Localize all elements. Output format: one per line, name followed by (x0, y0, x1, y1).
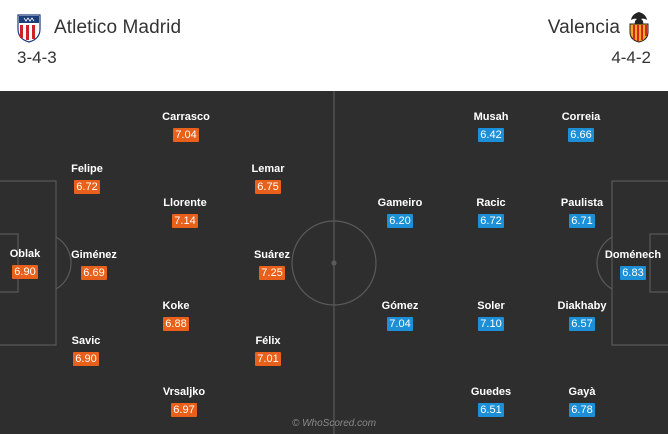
player-rating: 6.72 (478, 214, 504, 228)
home-player[interactable]: Vrsaljko 6.97 (139, 386, 229, 418)
player-name: Paulista (560, 197, 604, 209)
player-rating: 6.75 (255, 180, 281, 194)
whoscored-watermark: © WhoScored.com (291, 418, 377, 429)
player-name: Diakhaby (557, 300, 607, 312)
player-rating: 6.97 (171, 403, 197, 417)
player-name: Racic (476, 197, 506, 209)
home-player[interactable]: Giménez 6.69 (49, 249, 139, 281)
player-rating: 6.90 (12, 265, 38, 279)
player-rating: 6.66 (568, 128, 594, 142)
player-name: Oblak (9, 248, 41, 260)
away-player[interactable]: Racic 6.72 (446, 197, 536, 229)
away-player[interactable]: Doménech 6.83 (598, 249, 668, 281)
player-rating: 7.14 (172, 214, 198, 228)
player-rating: 6.42 (478, 128, 504, 142)
player-name: Doménech (604, 249, 662, 261)
player-name: Musah (473, 111, 509, 123)
match-header: Atletico Madrid 3-4-3 Valencia 4-4-2 (0, 0, 668, 91)
home-player[interactable]: Savic 6.90 (41, 335, 131, 367)
player-name: Giménez (71, 249, 117, 261)
away-player[interactable]: Gameiro 6.20 (355, 197, 445, 229)
player-rating: 6.20 (387, 214, 413, 228)
atletico-madrid-crest-icon (16, 13, 42, 48)
player-rating: 6.72 (74, 180, 100, 194)
away-player[interactable]: Gómez 7.04 (355, 300, 445, 332)
player-name: Felipe (71, 163, 103, 175)
player-rating: 6.88 (163, 317, 189, 331)
player-rating: 7.04 (387, 317, 413, 331)
home-player[interactable]: Oblak 6.90 (2, 248, 48, 280)
player-name: Koke (162, 300, 190, 312)
home-formation: 3-4-3 (17, 48, 57, 67)
away-player[interactable]: Diakhaby 6.57 (537, 300, 627, 332)
away-player[interactable]: Paulista 6.71 (537, 197, 627, 229)
home-player[interactable]: Lemar 6.75 (223, 163, 313, 195)
player-name: Suárez (253, 249, 291, 261)
home-player[interactable]: Llorente 7.14 (140, 197, 230, 229)
player-name: Soler (477, 300, 505, 312)
away-team-name[interactable]: Valencia (547, 17, 620, 38)
player-name: Lemar (251, 163, 285, 175)
away-player[interactable]: Correia 6.66 (536, 111, 626, 143)
player-rating: 6.57 (569, 317, 595, 331)
player-name: Gameiro (377, 197, 423, 209)
away-player[interactable]: Musah 6.42 (446, 111, 536, 143)
player-name: Gayà (568, 386, 596, 398)
home-player[interactable]: Suárez 7.25 (227, 249, 317, 281)
player-rating: 7.25 (259, 266, 285, 280)
home-player[interactable]: Felipe 6.72 (42, 163, 132, 195)
away-player[interactable]: Soler 7.10 (446, 300, 536, 332)
home-team-name[interactable]: Atletico Madrid (54, 17, 182, 38)
player-name: Gómez (381, 300, 419, 312)
home-player[interactable]: Félix 7.01 (223, 335, 313, 367)
player-name: Llorente (163, 197, 207, 209)
player-rating: 6.83 (620, 266, 646, 280)
player-rating: 6.78 (569, 403, 595, 417)
home-player[interactable]: Koke 6.88 (131, 300, 221, 332)
player-rating: 7.01 (255, 352, 281, 366)
player-rating: 6.71 (569, 214, 595, 228)
player-name: Carrasco (162, 111, 210, 123)
player-name: Savic (71, 335, 101, 347)
player-rating: 6.90 (73, 352, 99, 366)
valencia-crest-icon (626, 11, 652, 48)
player-rating: 6.69 (81, 266, 107, 280)
player-rating: 7.10 (478, 317, 504, 331)
pitch-markings (0, 91, 668, 434)
away-player[interactable]: Gayà 6.78 (537, 386, 627, 418)
player-rating: 7.04 (173, 128, 199, 142)
home-player[interactable]: Carrasco 7.04 (141, 111, 231, 143)
player-name: Correia (561, 111, 601, 123)
player-rating: 6.51 (478, 403, 504, 417)
pitch: Oblak 6.90 Felipe 6.72 Giménez 6.69 Savi… (0, 91, 668, 434)
away-player[interactable]: Guedes 6.51 (446, 386, 536, 418)
player-name: Vrsaljko (162, 386, 206, 398)
player-name: Guedes (470, 386, 512, 398)
player-name: Félix (255, 335, 281, 347)
away-formation: 4-4-2 (611, 48, 651, 67)
